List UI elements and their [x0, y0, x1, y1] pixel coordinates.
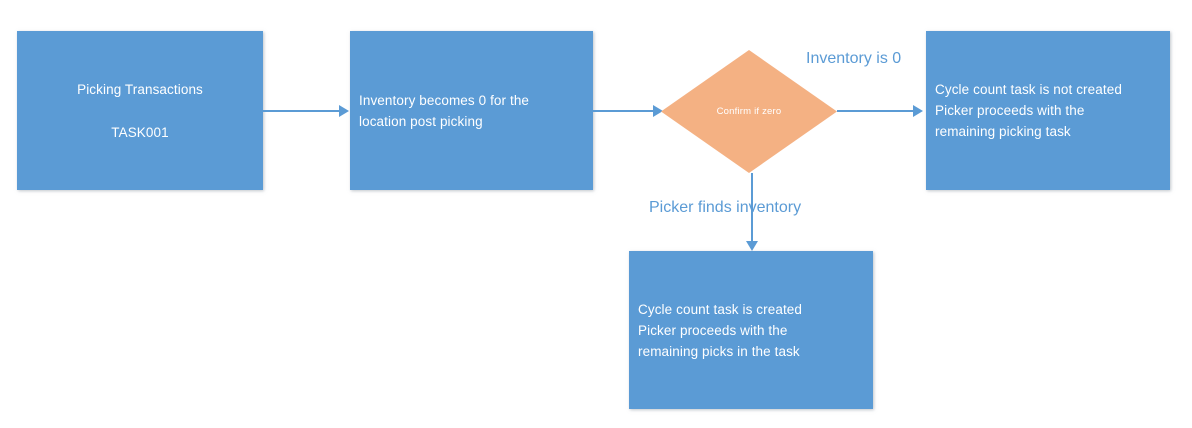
node-inventory-becomes-zero[interactable]: Inventory becomes 0 for the location pos…: [350, 31, 593, 190]
edge-label-picker-finds-inventory: Picker finds inventory: [649, 199, 802, 216]
diamond-shape-icon: [661, 50, 837, 173]
arrow-head-icon: [746, 241, 758, 251]
node-cycle-count-created-text: Cycle count task is created Picker proce…: [638, 301, 803, 359]
edge-line: [837, 110, 915, 112]
node-cycle-count-not-created-text: Cycle count task is not created Picker p…: [935, 82, 1122, 139]
node-cycle-count-created[interactable]: Cycle count task is created Picker proce…: [629, 251, 873, 409]
edge-picking-to-inventory: [263, 104, 350, 118]
node-inventory-becomes-zero-text: Inventory becomes 0 for the location pos…: [359, 92, 530, 129]
edge-confirm-to-not-created: [837, 104, 927, 118]
edge-line: [593, 110, 655, 112]
arrow-head-icon: [913, 105, 923, 117]
node-picking-transactions-line1: Picking Transactions: [77, 81, 203, 97]
node-picking-transactions-line2: TASK001: [111, 124, 169, 140]
edge-line: [263, 110, 341, 112]
node-picking-transactions[interactable]: Picking Transactions TASK001: [17, 31, 263, 190]
node-confirm-if-zero[interactable]: Confirm if zero: [661, 50, 837, 173]
edge-inventory-to-confirm: [593, 104, 668, 118]
node-cycle-count-not-created[interactable]: Cycle count task is not created Picker p…: [926, 31, 1170, 190]
edge-label-inventory-is-zero: Inventory is 0: [806, 50, 902, 67]
arrow-head-icon: [339, 105, 349, 117]
